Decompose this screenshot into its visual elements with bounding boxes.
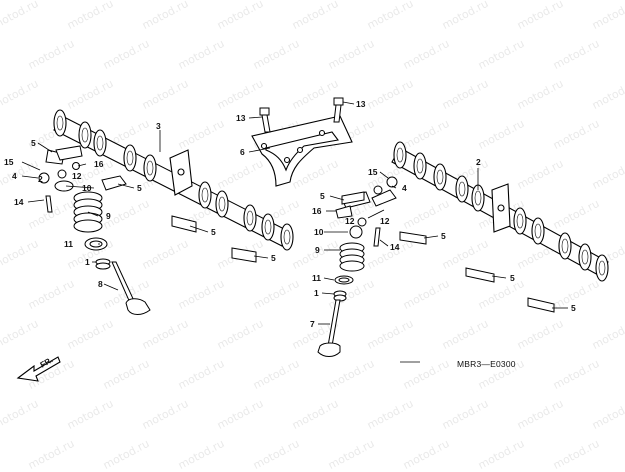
callout-5: 5 <box>320 191 325 201</box>
left-camshaft <box>53 109 294 251</box>
callout-8: 8 <box>98 279 103 289</box>
callout-5: 5 <box>571 303 576 313</box>
left-valve-train <box>38 145 151 315</box>
callout-12: 12 <box>345 216 355 226</box>
callout-12: 12 <box>72 171 82 181</box>
callout-5: 5 <box>441 231 446 241</box>
bolt-13-left <box>259 107 271 133</box>
callout-14: 14 <box>14 197 24 207</box>
callout-11: 11 <box>312 273 321 283</box>
callout-1: 1 <box>314 288 319 298</box>
callout-13: 13 <box>356 99 366 109</box>
callout-5: 5 <box>137 183 142 193</box>
callout-5: 5 <box>211 227 216 237</box>
callout-3: 3 <box>156 121 161 131</box>
callout-10: 10 <box>82 183 92 193</box>
callout-2: 2 <box>38 174 43 184</box>
callout-6: 6 <box>240 147 245 157</box>
callout-14: 14 <box>390 242 400 252</box>
callout-13: 13 <box>236 113 246 123</box>
callout-16: 16 <box>94 159 104 169</box>
callout-7: 7 <box>310 319 315 329</box>
callout-9: 9 <box>315 245 320 255</box>
callout-12: 12 <box>380 216 390 226</box>
right-camshaft <box>391 141 609 282</box>
callout-15: 15 <box>368 167 378 177</box>
callout-2: 2 <box>476 157 481 167</box>
callout-5: 5 <box>510 273 515 283</box>
diagram-code: MBR3—E0300 <box>457 359 516 369</box>
callout-9: 9 <box>106 211 111 221</box>
callout-11: 11 <box>64 239 73 249</box>
callout-1: 1 <box>85 257 90 267</box>
callout-5: 5 <box>31 138 36 148</box>
front-arrow <box>16 356 61 382</box>
callout-5: 5 <box>271 253 276 263</box>
cam-holder <box>251 115 353 187</box>
callout-15: 15 <box>4 157 14 167</box>
callout-4: 4 <box>12 171 17 181</box>
clip-plates <box>101 175 555 313</box>
bolt-13-right <box>333 97 344 123</box>
callout-4: 4 <box>402 183 407 193</box>
callout-10: 10 <box>314 227 324 237</box>
leader-lines <box>21 101 568 363</box>
callout-16: 16 <box>312 206 322 216</box>
right-valve-train <box>317 176 398 357</box>
